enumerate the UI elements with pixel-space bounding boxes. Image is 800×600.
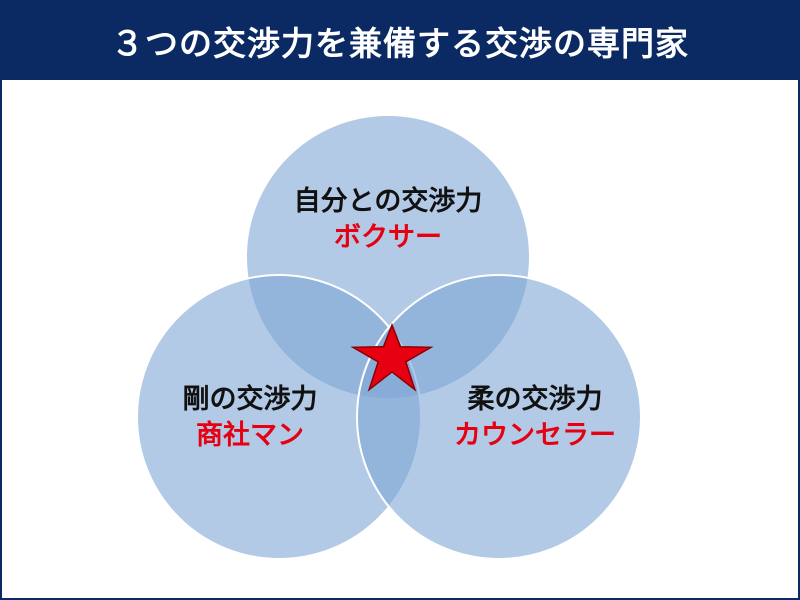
- soft-negotiation-role: カウンセラー: [454, 420, 616, 451]
- self-negotiation-role: ボクサー: [334, 222, 442, 253]
- page-title: ３つの交渉力を兼備する交渉の専門家: [111, 24, 689, 63]
- title-bar: ３つの交渉力を兼備する交渉の専門家: [2, 2, 798, 80]
- circle-label-soft: 柔の交渉力 カウンセラー: [430, 382, 640, 454]
- self-negotiation-label: 自分との交渉力: [293, 186, 483, 217]
- soft-negotiation-label: 柔の交渉力: [467, 384, 603, 415]
- circle-label-hard: 剛の交渉力 商社マン: [150, 382, 350, 454]
- circle-label-self: 自分との交渉力 ボクサー: [288, 184, 488, 256]
- venn-circle-soft: [356, 274, 642, 560]
- hard-negotiation-role: 商社マン: [196, 420, 304, 451]
- star-icon: [350, 322, 434, 392]
- hard-negotiation-label: 剛の交渉力: [182, 384, 318, 415]
